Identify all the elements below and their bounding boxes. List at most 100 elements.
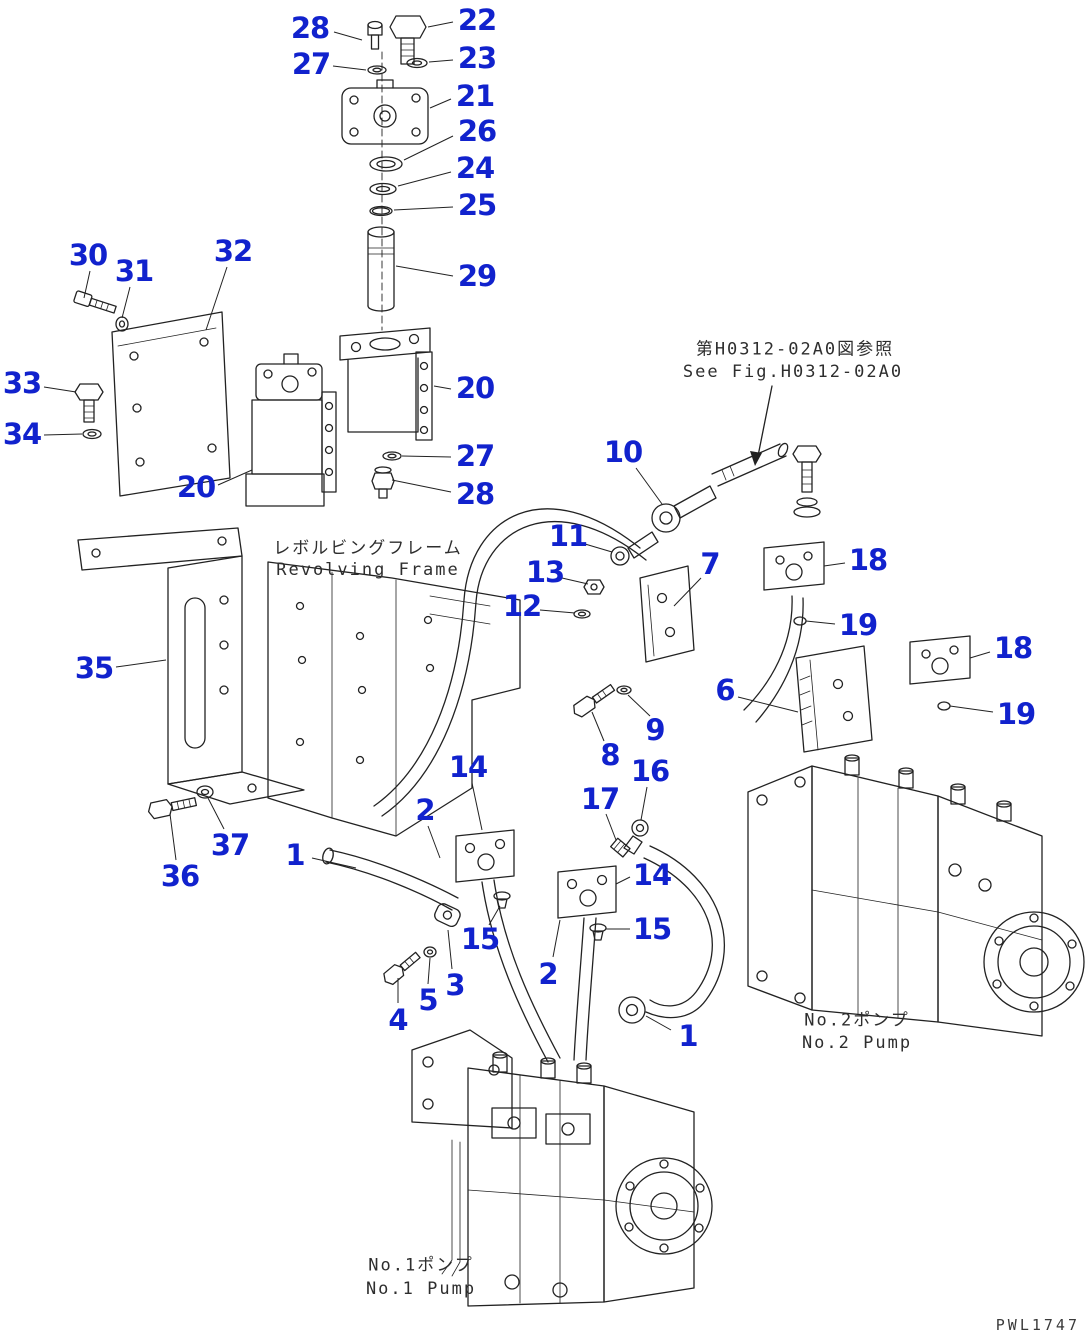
callout-25: 25 xyxy=(457,188,497,222)
callout-12: 12 xyxy=(502,589,542,623)
part-hose-upper-right xyxy=(711,442,789,487)
callout-29: 29 xyxy=(457,259,497,293)
leader-callout-33 xyxy=(43,386,77,393)
callout-32: 32 xyxy=(213,234,253,268)
part-block-20-left xyxy=(245,353,337,507)
part-fitting-17 xyxy=(610,837,631,858)
leader-callout-18-lower xyxy=(969,651,991,659)
leader-callout-34 xyxy=(43,433,83,436)
callout-37: 37 xyxy=(210,828,250,862)
part-fitting-16 xyxy=(623,819,649,855)
leader-callout-2-left xyxy=(427,825,441,859)
leader-callout-19-upper xyxy=(805,620,836,625)
callout-26: 26 xyxy=(457,114,497,148)
part-tube-29 xyxy=(367,226,395,312)
callout-21: 21 xyxy=(455,79,495,113)
callout-27-top: 27 xyxy=(291,47,331,81)
part-block-18-lower xyxy=(909,635,971,685)
leader-callout-9 xyxy=(627,694,651,717)
part-ring-24 xyxy=(369,182,397,196)
callout-20-left: 20 xyxy=(176,470,216,504)
see-fig-note-jp: 第H0312-02A0図参照 xyxy=(695,339,895,360)
callout-1-left: 1 xyxy=(285,838,305,872)
leader-callout-23 xyxy=(428,59,454,63)
part-block-18-upper xyxy=(763,541,825,591)
see-fig-note-en: See Fig.H0312-02A0 xyxy=(682,362,904,382)
leader-callout-29 xyxy=(395,265,454,277)
part-hose-2-left xyxy=(481,879,561,1063)
callout-20-right: 20 xyxy=(455,371,495,405)
callout-10: 10 xyxy=(603,435,643,469)
leader-callout-24 xyxy=(397,171,452,187)
leader-callout-32 xyxy=(205,266,228,331)
callout-15-right: 15 xyxy=(632,912,672,946)
leader-callout-8 xyxy=(591,711,605,742)
leader-callout-31 xyxy=(121,286,131,319)
callout-14-right: 14 xyxy=(632,858,672,892)
callout-17: 17 xyxy=(580,782,620,816)
callout-2-left: 2 xyxy=(415,793,435,827)
part-block-21 xyxy=(341,79,429,145)
leader-callout-13 xyxy=(561,577,589,585)
callout-34: 34 xyxy=(2,417,42,451)
leader-callout-12 xyxy=(539,609,576,614)
callout-4: 4 xyxy=(388,1003,408,1037)
callout-11: 11 xyxy=(548,519,588,553)
part-bolt-8 xyxy=(573,683,616,718)
callout-19-upper: 19 xyxy=(838,608,878,642)
callout-24: 24 xyxy=(455,151,495,185)
leader-callout-17 xyxy=(605,813,617,841)
callout-14-left: 14 xyxy=(448,750,488,784)
leader-callout-27-mid xyxy=(401,455,452,458)
callout-33: 33 xyxy=(2,366,42,400)
part-bolt-above-18 xyxy=(792,445,822,518)
part-washer-23 xyxy=(406,57,428,69)
leader-callout-16 xyxy=(640,786,648,821)
part-washer-27-top xyxy=(367,65,387,75)
part-washer-37 xyxy=(196,785,214,799)
leader-callout-7 xyxy=(673,577,702,607)
part-fitting-11 xyxy=(610,531,659,566)
callout-13: 13 xyxy=(525,555,565,589)
leader-callout-18-upper xyxy=(823,562,846,567)
leader-callout-1-right xyxy=(645,1015,672,1031)
leader-callout-3 xyxy=(447,929,453,970)
leader-callout-14-left xyxy=(471,782,483,831)
part-bracket-6 xyxy=(795,645,873,753)
leader-callout-26 xyxy=(403,135,454,161)
part-washer-5 xyxy=(423,946,437,958)
part-ring-26 xyxy=(369,156,403,172)
pump2-label-en: No.2 Pump xyxy=(801,1033,913,1053)
part-bracket-7 xyxy=(639,565,695,663)
part-block-14-right xyxy=(557,865,617,919)
callout-18-upper: 18 xyxy=(848,543,888,577)
leader-callout-19-lower xyxy=(949,705,994,713)
leader-callout-20-right xyxy=(433,385,452,390)
callout-22: 22 xyxy=(457,3,497,37)
part-fitting-10 xyxy=(651,485,717,533)
callout-5: 5 xyxy=(418,983,438,1017)
leader-callout-28-top xyxy=(333,31,363,41)
leader-callout-20-left xyxy=(217,469,253,486)
leader-callout-1-left xyxy=(311,857,357,869)
part-revolving-frame xyxy=(267,561,521,837)
leader-callout-28-mid xyxy=(391,479,452,493)
part-bolt-28-top xyxy=(367,20,383,50)
callout-16: 16 xyxy=(630,754,670,788)
callout-28-top: 28 xyxy=(290,11,330,45)
part-fitting-28-mid xyxy=(371,466,395,499)
callout-7: 7 xyxy=(700,547,720,581)
leader-callout-6 xyxy=(737,696,799,713)
callout-36: 36 xyxy=(160,859,200,893)
part-pump-1 xyxy=(411,1029,713,1307)
leader-callout-37 xyxy=(207,797,225,830)
leader-callout-11 xyxy=(584,543,613,553)
callout-30: 30 xyxy=(68,238,108,272)
leader-callout-27-top xyxy=(332,65,367,71)
part-bolt-4 xyxy=(383,951,421,986)
callout-2-right: 2 xyxy=(538,957,558,991)
callout-23: 23 xyxy=(457,41,497,75)
part-block-14-left xyxy=(455,829,515,883)
